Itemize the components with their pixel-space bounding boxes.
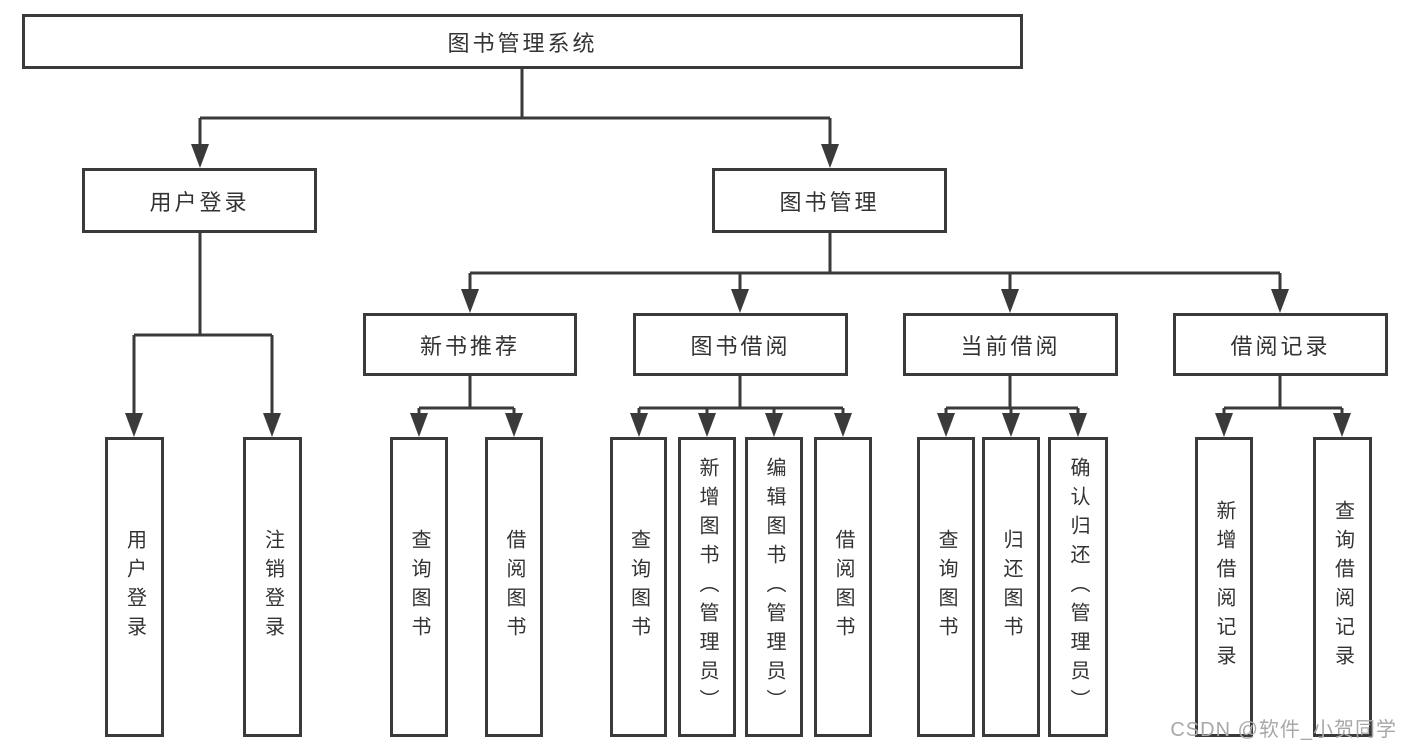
leaf-user-login: 用户登录 (105, 437, 164, 737)
leaf-add-borrow-record: 新增借阅记录 (1195, 437, 1253, 737)
leaf-confirm-return-admin: 确认归还（管理员） (1048, 437, 1108, 737)
csdn-watermark: CSDN @软件_小贺同学 (1170, 719, 1397, 741)
leaf-add-borrow-record-label: 新增借阅记录 (1213, 500, 1235, 674)
leaf-borrow-books-label: 借阅图书 (832, 529, 854, 645)
leaf-confirm-return-admin-label: 确认归还（管理员） (1067, 456, 1089, 718)
leaf-edit-book-admin: 编辑图书（管理员） (745, 437, 803, 737)
node-borrowing-records-label: 借阅记录 (1230, 333, 1331, 359)
leaf-borrow-books-under-borrowing: 借阅图书 (814, 437, 872, 737)
node-book-borrowing: 图书借阅 (633, 313, 848, 376)
leaf-user-login-label: 用户登录 (123, 529, 146, 645)
leaf-edit-book-admin-label: 编辑图书（管理员） (763, 456, 785, 718)
node-user-login: 用户登录 (82, 168, 317, 233)
leaf-borrow-books-under-new-book: 借阅图书 (485, 437, 543, 737)
leaf-return-book: 归还图书 (982, 437, 1040, 737)
leaf-query-borrow-record-label: 查询借阅记录 (1331, 500, 1354, 674)
leaf-query-books-under-new-book: 查询图书 (390, 437, 448, 737)
leaf-logout-label: 注销登录 (261, 529, 284, 645)
leaf-borrow-books-label: 借阅图书 (503, 529, 525, 645)
leaf-query-books-label: 查询图书 (627, 529, 650, 645)
leaf-query-books-under-borrowing: 查询图书 (610, 437, 667, 737)
node-book-management: 图书管理 (712, 168, 947, 233)
leaf-add-book-admin: 新增图书（管理员） (678, 437, 736, 737)
leaf-query-books-label: 查询图书 (935, 529, 957, 645)
node-current-borrowing-label: 当前借阅 (960, 333, 1061, 359)
node-book-borrowing-label: 图书借阅 (690, 333, 791, 359)
node-root: 图书管理系统 (22, 14, 1023, 69)
leaf-query-borrow-record: 查询借阅记录 (1313, 437, 1372, 737)
leaf-add-book-admin-label: 新增图书（管理员） (696, 456, 718, 718)
leaf-return-book-label: 归还图书 (1000, 529, 1022, 645)
node-borrowing-records: 借阅记录 (1173, 313, 1388, 376)
node-new-book-recommendation: 新书推荐 (363, 313, 577, 376)
node-new-book-recommendation-label: 新书推荐 (419, 333, 520, 359)
node-root-label: 图书管理系统 (447, 30, 598, 56)
leaf-query-books-under-current: 查询图书 (917, 437, 975, 737)
node-book-management-label: 图书管理 (779, 189, 880, 215)
leaf-query-books-label: 查询图书 (408, 529, 430, 645)
node-current-borrowing: 当前借阅 (903, 313, 1118, 376)
leaf-logout: 注销登录 (243, 437, 302, 737)
node-user-login-label: 用户登录 (149, 189, 250, 215)
arrowheads (125, 144, 1351, 437)
